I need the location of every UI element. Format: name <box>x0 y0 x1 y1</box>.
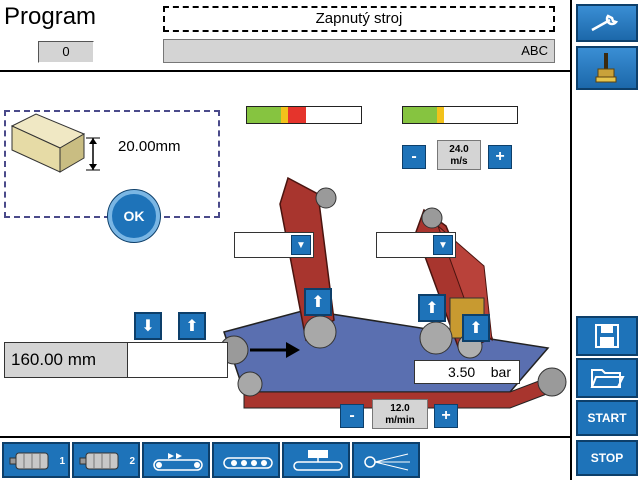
speed-increase-button[interactable]: + <box>488 145 512 169</box>
brush-station-button[interactable] <box>282 442 350 478</box>
conveyor-forward-button[interactable] <box>142 442 210 478</box>
right-sidebar: START STOP <box>570 0 640 480</box>
program-number-field[interactable]: 0 <box>38 41 94 63</box>
start-button[interactable]: START <box>576 400 638 436</box>
rollers-icon <box>223 457 273 469</box>
wrench-icon <box>591 14 619 32</box>
pressure-unit: bar <box>490 364 511 380</box>
level-green <box>403 107 438 123</box>
speed-unit: m/s <box>450 156 468 167</box>
width-down-button[interactable]: ⬇ <box>134 312 162 340</box>
thickness-dimension-icon <box>86 137 100 171</box>
width-value: 160.00 <box>11 350 63 369</box>
arrow-up-icon: ⬆ <box>311 294 325 311</box>
ok-button[interactable]: OK <box>108 190 160 242</box>
arrow-up-icon: ⬆ <box>469 320 483 337</box>
rollers-button[interactable] <box>212 442 280 478</box>
level-green <box>247 107 282 123</box>
board-icon <box>10 113 86 173</box>
chevron-down-icon[interactable]: ▼ <box>433 235 453 255</box>
brush-speed-display: 24.0 m/s <box>437 140 481 170</box>
conveyor-speed-increase-button[interactable]: + <box>434 404 458 428</box>
folder-icon <box>590 369 625 388</box>
right-head-up-button[interactable]: ⬆ <box>418 294 446 322</box>
arrow-up-icon: ⬆ <box>185 318 199 335</box>
motor-number: 2 <box>129 456 135 467</box>
settings-button[interactable] <box>576 4 638 42</box>
page-title: Program <box>4 3 97 30</box>
motor-icon <box>79 452 119 470</box>
arrow-up-icon: ⬆ <box>425 300 439 317</box>
speed-value: 24.0 <box>449 144 469 155</box>
brush-icon <box>595 53 617 83</box>
spray-button[interactable] <box>352 442 420 478</box>
motor-number: 1 <box>59 456 65 467</box>
spray-icon <box>364 453 410 471</box>
left-head-level-bar <box>246 106 362 124</box>
open-button[interactable] <box>576 358 638 398</box>
machine-status-text: Zapnutý stroj <box>163 6 555 32</box>
chevron-down-icon[interactable]: ▼ <box>291 235 311 255</box>
bottom-toolbar: 1 2 <box>0 436 570 480</box>
motor-icon <box>9 452 49 470</box>
save-icon <box>595 324 619 348</box>
header-panel: Program 0 Zapnutý stroj ABC <box>0 0 570 72</box>
speed-unit: m/min <box>385 415 415 426</box>
conveyor-speed-decrease-button[interactable]: - <box>340 404 364 428</box>
level-red <box>288 107 307 123</box>
left-head-up-button[interactable]: ⬆ <box>304 288 332 316</box>
width-unit: mm <box>67 350 97 369</box>
stop-button[interactable]: STOP <box>576 440 638 476</box>
conveyor-icon <box>293 450 343 471</box>
arrow-down-icon: ⬇ <box>141 318 155 335</box>
save-button[interactable] <box>576 316 638 356</box>
conveyor-speed-display: 12.0 m/min <box>372 399 428 429</box>
pressure-value: 3.50 <box>447 364 476 380</box>
width-up-button[interactable]: ⬆ <box>178 312 206 340</box>
width-field-extension <box>128 342 228 378</box>
pressure-field[interactable]: 3.50 bar <box>414 360 520 384</box>
thickness-value: 20.00mm <box>118 138 181 155</box>
program-name-field[interactable]: ABC <box>163 39 555 63</box>
right-head-select[interactable]: ▼ <box>376 232 456 258</box>
level-yellow <box>281 107 289 123</box>
cleaning-button[interactable] <box>576 46 638 90</box>
left-head-select[interactable]: ▼ <box>234 232 314 258</box>
right-head-level-bar <box>402 106 518 124</box>
speed-decrease-button[interactable]: - <box>402 145 426 169</box>
speed-value: 12.0 <box>390 403 410 414</box>
motor-2-button[interactable]: 2 <box>72 442 140 478</box>
conveyor-icon <box>153 453 203 471</box>
right-head-second-up-button[interactable]: ⬆ <box>462 314 490 342</box>
motor-1-button[interactable]: 1 <box>2 442 70 478</box>
width-field[interactable]: 160.00 mm <box>4 342 128 378</box>
level-yellow <box>437 107 445 123</box>
